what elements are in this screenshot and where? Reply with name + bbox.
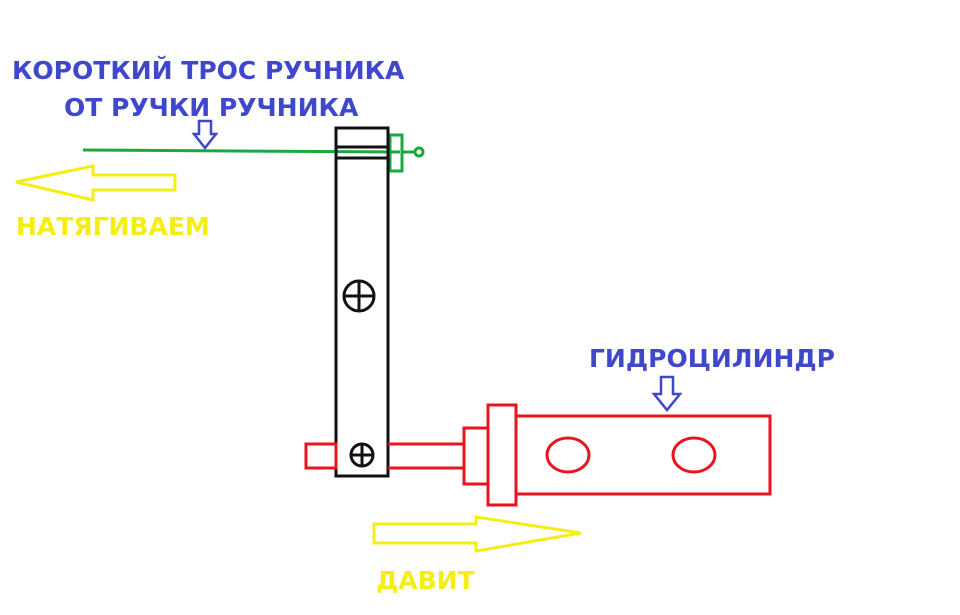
cylinder-flange <box>486 403 518 507</box>
cable-pointer-arrow <box>191 119 219 151</box>
cable-label-line2: ОТ РУЧКИ РУЧНИКА <box>64 93 359 122</box>
pull-label: НАТЯГИВАЕМ <box>16 212 210 241</box>
cylinder-rod-end <box>304 442 338 470</box>
hydraulic-cylinder <box>304 403 772 507</box>
cylinder-label: ГИДРОЦИЛИНДР <box>589 344 836 373</box>
push-label: ДАВИТ <box>376 566 475 595</box>
push-arrow <box>372 515 582 553</box>
cylinder-pointer-arrow <box>651 375 683 412</box>
lever-pivot <box>342 279 376 313</box>
lever-body <box>334 126 390 478</box>
cylinder-gland <box>462 426 490 486</box>
cylinder-body <box>514 414 772 496</box>
cylinder-port-1 <box>545 436 591 474</box>
lever <box>334 126 390 478</box>
cable <box>82 133 425 173</box>
cylinder-port-2 <box>671 436 717 474</box>
cable-line <box>82 148 401 154</box>
pull-arrow <box>15 164 177 202</box>
cable-label-line1: КОРОТКИЙ ТРОС РУЧНИКА <box>12 56 405 85</box>
cable-end-ring <box>413 146 425 158</box>
